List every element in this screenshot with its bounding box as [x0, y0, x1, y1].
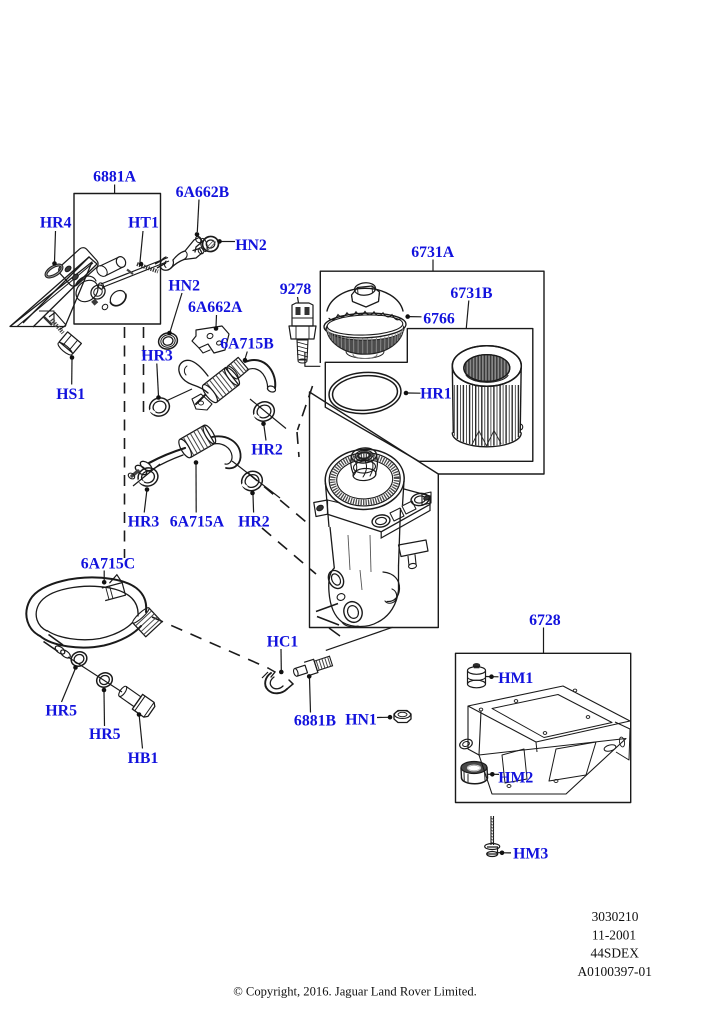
svg-text:6731A: 6731A: [411, 244, 455, 261]
svg-text:6A662B: 6A662B: [176, 184, 230, 201]
svg-text:HS1: HS1: [56, 386, 85, 403]
svg-text:9278: 9278: [280, 281, 312, 298]
svg-text:HN2: HN2: [235, 237, 267, 254]
svg-text:6A715B: 6A715B: [220, 336, 274, 353]
svg-text:6731B: 6731B: [450, 285, 493, 302]
svg-text:HN1: HN1: [345, 712, 377, 729]
svg-text:HR2: HR2: [238, 514, 270, 531]
svg-text:3030210: 3030210: [592, 909, 639, 924]
svg-text:6766: 6766: [423, 310, 455, 327]
svg-text:HM3: HM3: [513, 846, 548, 863]
svg-text:HC1: HC1: [267, 634, 299, 651]
svg-text:HR2: HR2: [251, 442, 283, 459]
svg-text:6881B: 6881B: [294, 713, 337, 730]
svg-text:HR5: HR5: [45, 703, 77, 720]
svg-text:HR3: HR3: [128, 514, 160, 531]
svg-text:HT1: HT1: [128, 215, 159, 232]
svg-text:44SDEX: 44SDEX: [591, 946, 640, 961]
svg-text:HM2: HM2: [498, 770, 533, 787]
svg-text:HM1: HM1: [498, 670, 533, 687]
svg-text:A0100397-01: A0100397-01: [578, 964, 652, 979]
svg-text:HR5: HR5: [89, 726, 121, 743]
svg-text:HR3: HR3: [141, 348, 173, 365]
svg-text:6881A: 6881A: [93, 169, 137, 186]
svg-text:HR1: HR1: [420, 386, 452, 403]
svg-text:6A715C: 6A715C: [81, 556, 135, 573]
svg-text:6728: 6728: [529, 612, 561, 629]
svg-text:6A715A: 6A715A: [170, 514, 225, 531]
svg-text:11-2001: 11-2001: [592, 928, 636, 943]
svg-text:HR4: HR4: [40, 215, 72, 232]
svg-text:© Copyright, 2016. Jaguar Land: © Copyright, 2016. Jaguar Land Rover Lim…: [233, 985, 477, 999]
svg-text:HN2: HN2: [168, 277, 200, 294]
svg-text:6A662A: 6A662A: [188, 299, 243, 316]
svg-text:HB1: HB1: [128, 750, 159, 767]
